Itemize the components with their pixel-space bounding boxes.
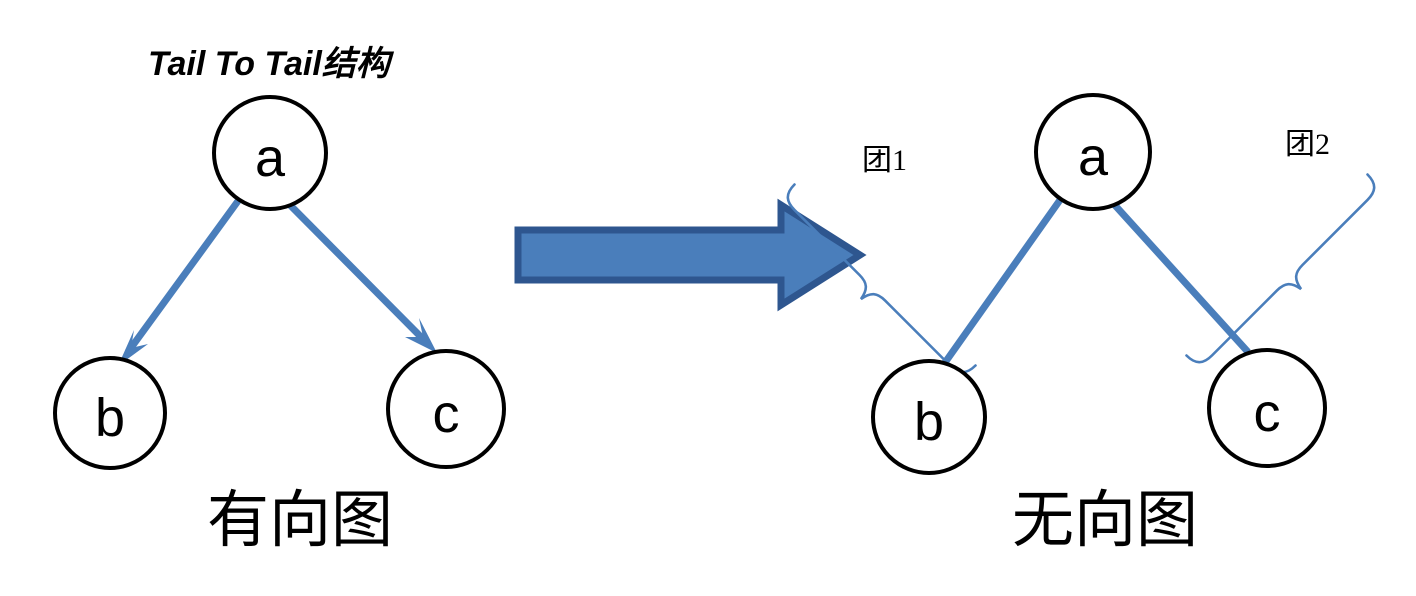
node-label-right-b: b	[914, 392, 944, 452]
undirected-edge-a-b	[941, 197, 1063, 367]
group-label-2: 团2	[1285, 128, 1330, 161]
node-left-a[interactable]: a	[212, 95, 328, 211]
node-label-right-a: a	[1078, 127, 1109, 187]
right-panel-caption: 无向图	[1012, 487, 1198, 555]
right-panel-group: a b c 团1 团2 无向图	[786, 93, 1376, 555]
node-circle-left-b[interactable]	[53, 356, 167, 470]
node-circle-right-a[interactable]	[1034, 93, 1152, 211]
node-label-left-b: b	[95, 388, 125, 448]
node-circle-right-b[interactable]	[871, 359, 987, 475]
arrowhead-a-b	[118, 330, 148, 366]
node-label-right-c: c	[1254, 383, 1281, 443]
transform-arrow-shape	[514, 198, 867, 312]
left-panel-group: Tail To Tail结构 a b	[53, 45, 506, 555]
directed-edge-a-b	[118, 198, 241, 366]
node-right-c[interactable]: c	[1207, 348, 1327, 468]
edge-line-a-b	[125, 198, 241, 355]
node-label-left-c: c	[433, 384, 460, 444]
group-label-1: 团1	[862, 144, 907, 177]
directed-edge-a-c	[285, 200, 437, 353]
node-left-c[interactable]: c	[386, 349, 506, 469]
undirected-edge-a-c	[1109, 199, 1251, 355]
group2-brace	[1185, 173, 1376, 364]
node-right-a[interactable]: a	[1034, 93, 1152, 211]
transform-arrow	[514, 198, 867, 312]
edge-line-a-c	[285, 200, 427, 343]
node-label-left-a: a	[255, 128, 286, 188]
node-circle-left-a[interactable]	[212, 95, 328, 211]
node-circle-right-c[interactable]	[1207, 348, 1327, 468]
group2-brace-path	[1185, 173, 1376, 364]
node-left-b[interactable]: b	[53, 356, 167, 470]
node-right-b[interactable]: b	[871, 359, 987, 475]
left-panel-title: Tail To Tail结构	[148, 45, 395, 83]
node-circle-left-c[interactable]	[386, 349, 506, 469]
arrowhead-a-c	[405, 318, 437, 353]
left-panel-caption: 有向图	[207, 487, 393, 555]
